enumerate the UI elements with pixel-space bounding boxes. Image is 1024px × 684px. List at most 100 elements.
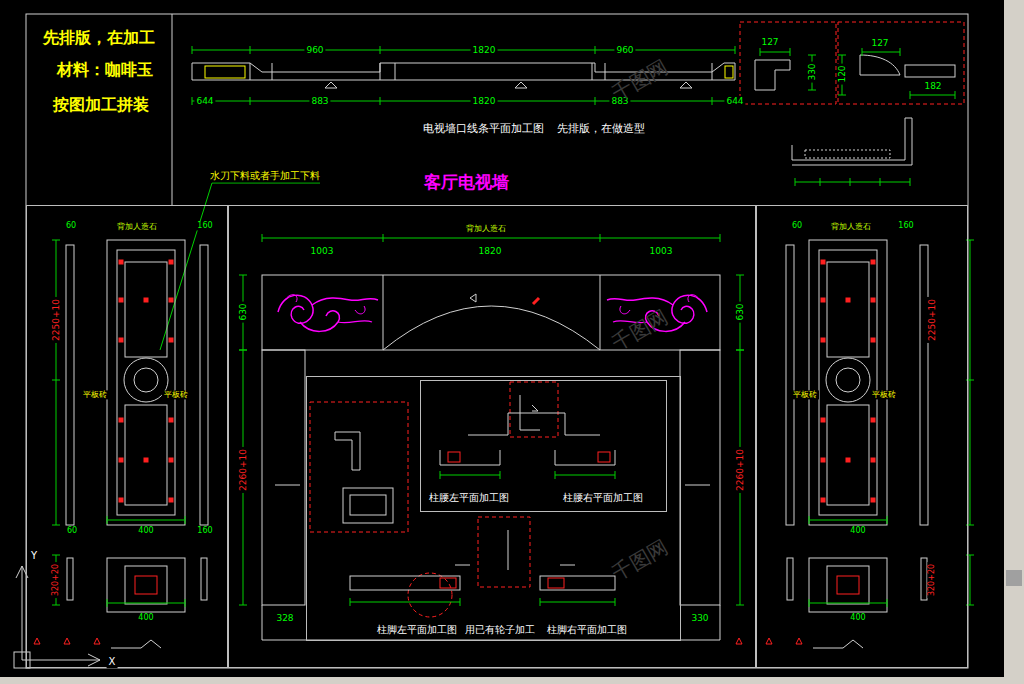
cad-line [350, 598, 351, 606]
node-text: 背加人造石 [464, 224, 508, 233]
cad-path [672, 295, 707, 323]
cad-line [107, 603, 185, 604]
cad-line [239, 350, 247, 351]
cad-rect [117, 250, 175, 515]
dimension-label: 127 [759, 37, 780, 47]
dimension-label: 328 [274, 613, 295, 623]
dimension-label: 1003 [648, 246, 675, 256]
cad-path [278, 295, 313, 323]
cad-path [533, 298, 539, 304]
node-text: 用已有轮子加工 [463, 624, 537, 636]
red-marker [119, 260, 123, 264]
cad-rect [837, 576, 859, 594]
cad-path [455, 565, 470, 566]
node-text: 材料：咖啡玉 [55, 61, 155, 79]
cad-line [605, 63, 606, 80]
red-marker [169, 338, 173, 342]
cad-path [285, 295, 297, 302]
cad-circle [826, 358, 870, 402]
cad-path [860, 55, 900, 75]
cad-path [766, 638, 772, 644]
cad-path [792, 118, 912, 165]
cad-line [809, 516, 810, 524]
drawing-frame: 背加人造石 [26, 205, 228, 668]
red-marker [821, 418, 825, 422]
cad-line [600, 275, 601, 350]
red-marker [846, 458, 850, 462]
cad-rect [809, 240, 887, 525]
cad-rect [125, 405, 167, 505]
cad-rect [107, 558, 185, 612]
node-text: 先排版，在做造型 [555, 123, 647, 136]
cad-path [796, 638, 802, 644]
cad-line [540, 598, 541, 606]
dimension-label: 1003 [309, 246, 336, 256]
dimension-label: 630 [735, 301, 745, 322]
cad-path [111, 640, 161, 648]
cad-line [970, 555, 971, 605]
dimension-label: 160 [195, 221, 214, 230]
cad-line [22, 566, 23, 660]
cad-rect [787, 558, 793, 600]
dimension-label: 2250+10 [927, 297, 937, 343]
watermark: 千图网 [607, 304, 674, 356]
cad-line [720, 605, 721, 640]
red-marker [871, 260, 875, 264]
cad-line [736, 350, 744, 351]
red-marker [821, 458, 825, 462]
cad-line [595, 97, 596, 105]
cad-line [250, 46, 251, 54]
dimension-label: 630 [238, 301, 248, 322]
cad-line [555, 475, 615, 476]
cad-rect [920, 245, 928, 525]
cad-path [736, 638, 742, 644]
red-marker [144, 458, 148, 462]
cad-path [508, 530, 509, 570]
dimension-label: 400 [848, 526, 867, 535]
node-text: 柱脚左平面加工图 [375, 624, 459, 636]
cad-rect [598, 452, 610, 462]
cad-rect [921, 558, 927, 600]
cad-line [615, 598, 616, 606]
cad-line [383, 275, 384, 350]
node-text: 背加人造石 [829, 222, 873, 231]
cad-line [262, 238, 720, 239]
cad-line [52, 605, 60, 606]
cad-path [312, 298, 378, 305]
cad-path [383, 306, 600, 350]
cad-circle [836, 368, 860, 392]
cad-path [560, 565, 575, 566]
cad-line [887, 599, 888, 607]
dimension-label: 2260+10 [238, 447, 248, 493]
dimension-label: 1820 [471, 96, 498, 106]
dimension-label: 2250+10 [51, 297, 61, 343]
callout-note: 水刀下料或者手加工下料 [208, 170, 322, 182]
cad-line [107, 599, 108, 607]
cad-line [862, 52, 900, 53]
cad-line [440, 471, 441, 479]
red-marker [119, 338, 123, 342]
cad-rect [827, 405, 869, 505]
node-text: 柱脚右平面加工图 [545, 624, 629, 636]
cad-line [262, 234, 263, 242]
cad-path [300, 311, 339, 332]
node-text: 柱腰左平面加工图 [427, 492, 511, 504]
red-marker [821, 338, 825, 342]
dimension-label: 平板砖 [81, 390, 109, 399]
cad-rect [540, 576, 615, 590]
cad-line [615, 471, 616, 479]
dimension-label: 60 [65, 526, 79, 535]
drawing-frame: 柱腰左平面加工图柱腰右平面加工图柱脚左平面加工图用已有轮子加工柱脚右平面加工图 [306, 376, 681, 641]
red-marker [846, 298, 850, 302]
red-marker [821, 260, 825, 264]
dimension-label: 平板砖 [791, 390, 819, 399]
cad-rect [440, 578, 456, 588]
cad-line [239, 605, 247, 606]
cad-line [192, 50, 735, 51]
cad-line [540, 602, 615, 603]
cad-rect [827, 262, 869, 357]
cad-line [795, 178, 796, 186]
red-marker [871, 498, 875, 502]
drawing-frame: 柱腰左平面加工图柱腰右平面加工图 [420, 380, 667, 512]
cad-line [555, 471, 556, 479]
